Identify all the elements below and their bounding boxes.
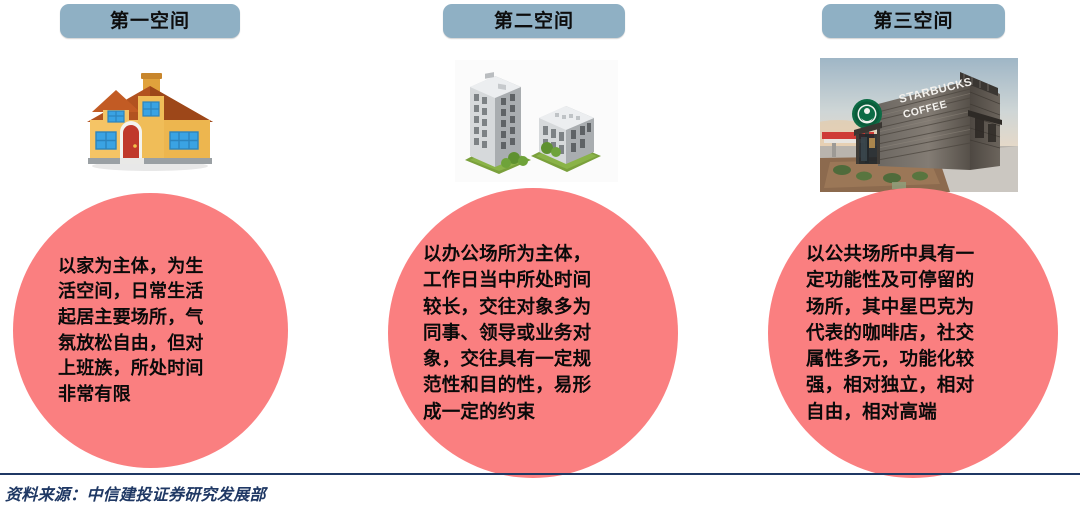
starbucks-store-photo: STARBUCKS COFFEE — [820, 58, 1018, 192]
column-header-label: 第一空间 — [109, 10, 190, 32]
description-circle-third-space: 以公共场所中具有一 定功能性及可停留的 场所，其中星巴克为 代表的咖啡店，社交 … — [768, 188, 1058, 478]
column-header-label: 第三空间 — [873, 10, 954, 32]
house-icon — [70, 60, 230, 178]
description-text: 以公共场所中具有一 定功能性及可停留的 场所，其中星巴克为 代表的咖啡店，社交 … — [806, 243, 975, 422]
description-text: 以办公场所为主体， 工作日当中所处时间 较长，交往对象多为 同事、领导或业务对 … — [423, 243, 592, 422]
description-circle-first-space: 以家为主体，为生 活空间，日常生活 起居主要场所，气 氛放松自由，但对 上班族，… — [13, 193, 288, 468]
column-header-label: 第二空间 — [493, 10, 574, 32]
column-header-second-space: 第二空间 — [443, 4, 625, 38]
column-header-first-space: 第一空间 — [60, 4, 240, 38]
column-header-third-space: 第三空间 — [822, 4, 1005, 38]
description-text: 以家为主体，为生 活空间，日常生活 起居主要场所，气 氛放松自由，但对 上班族，… — [58, 255, 204, 404]
office-buildings-icon — [455, 60, 618, 182]
office-buildings-illustration — [455, 60, 618, 182]
house-illustration — [70, 60, 230, 178]
description-circle-second-space: 以办公场所为主体， 工作日当中所处时间 较长，交往对象多为 同事、领导或业务对 … — [388, 188, 678, 478]
footer-divider — [0, 473, 1080, 475]
source-note: 资料来源：中信建投证券研究发展部 — [5, 487, 266, 504]
starbucks-store-icon: STARBUCKS COFFEE — [820, 58, 1018, 192]
